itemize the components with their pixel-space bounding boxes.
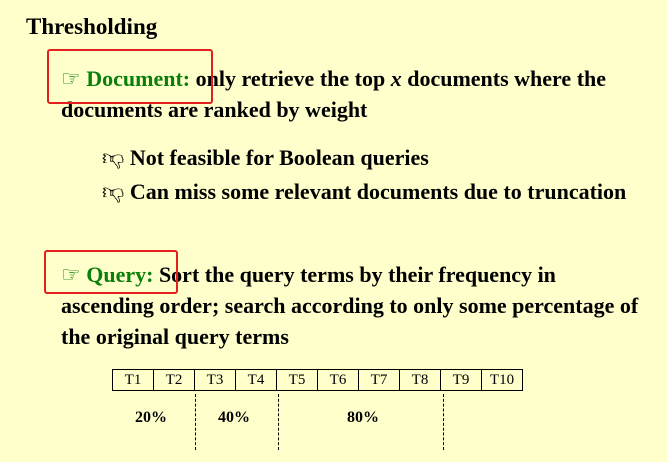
- query-bullet: ☞ Query: Sort the query terms by their f…: [61, 259, 651, 352]
- thumbs-down-icon: 👎︎: [102, 145, 125, 170]
- slide-title: Thresholding: [26, 14, 158, 39]
- query-text: Sort the query terms by their frequency …: [61, 262, 639, 349]
- percentage-40: 40%: [218, 409, 250, 426]
- table-row: T1 T2 T3 T4 T5 T6 T7 T8 T9 T10: [112, 369, 523, 391]
- term-cell: T4: [235, 369, 277, 391]
- query-label: Query:: [86, 262, 154, 287]
- document-label: Document:: [86, 66, 191, 91]
- sub-bullet-truncation: 👎︎ Can miss some relevant documents due …: [102, 176, 642, 207]
- pointing-hand-icon: ☞: [61, 66, 81, 91]
- term-cell: T6: [317, 369, 359, 391]
- thumbs-down-icon: 👎︎: [102, 179, 125, 204]
- document-text-after: documents where the documents are ranked…: [61, 66, 607, 122]
- term-cell: T7: [358, 369, 400, 391]
- query-terms-table: T1 T2 T3 T4 T5 T6 T7 T8 T9 T10: [112, 369, 523, 391]
- term-cell: T9: [440, 369, 482, 391]
- sub-bullet-text: Can miss some relevant documents due to …: [129, 179, 627, 204]
- document-bullet: ☞ Document: only retrieve the top x docu…: [61, 63, 651, 125]
- term-cell: T3: [194, 369, 236, 391]
- divider-40: [278, 394, 279, 450]
- term-cell: T1: [112, 369, 154, 391]
- query-highlight-box: [44, 250, 178, 294]
- pointing-hand-icon: ☞: [61, 262, 81, 287]
- percentage-20: 20%: [135, 409, 167, 426]
- term-cell: T5: [276, 369, 318, 391]
- term-cell: T8: [399, 369, 441, 391]
- percentage-80: 80%: [347, 409, 379, 426]
- divider-80: [443, 394, 444, 450]
- document-variable: x: [390, 66, 402, 91]
- term-cell: T10: [481, 369, 523, 391]
- divider-20: [195, 394, 196, 450]
- term-cell: T2: [153, 369, 195, 391]
- sub-bullet-text: Not feasible for Boolean queries: [129, 145, 429, 170]
- sub-bullet-boolean: 👎︎ Not feasible for Boolean queries: [102, 142, 642, 173]
- document-text-before: only retrieve the top: [190, 66, 391, 91]
- document-highlight-box: [47, 49, 213, 104]
